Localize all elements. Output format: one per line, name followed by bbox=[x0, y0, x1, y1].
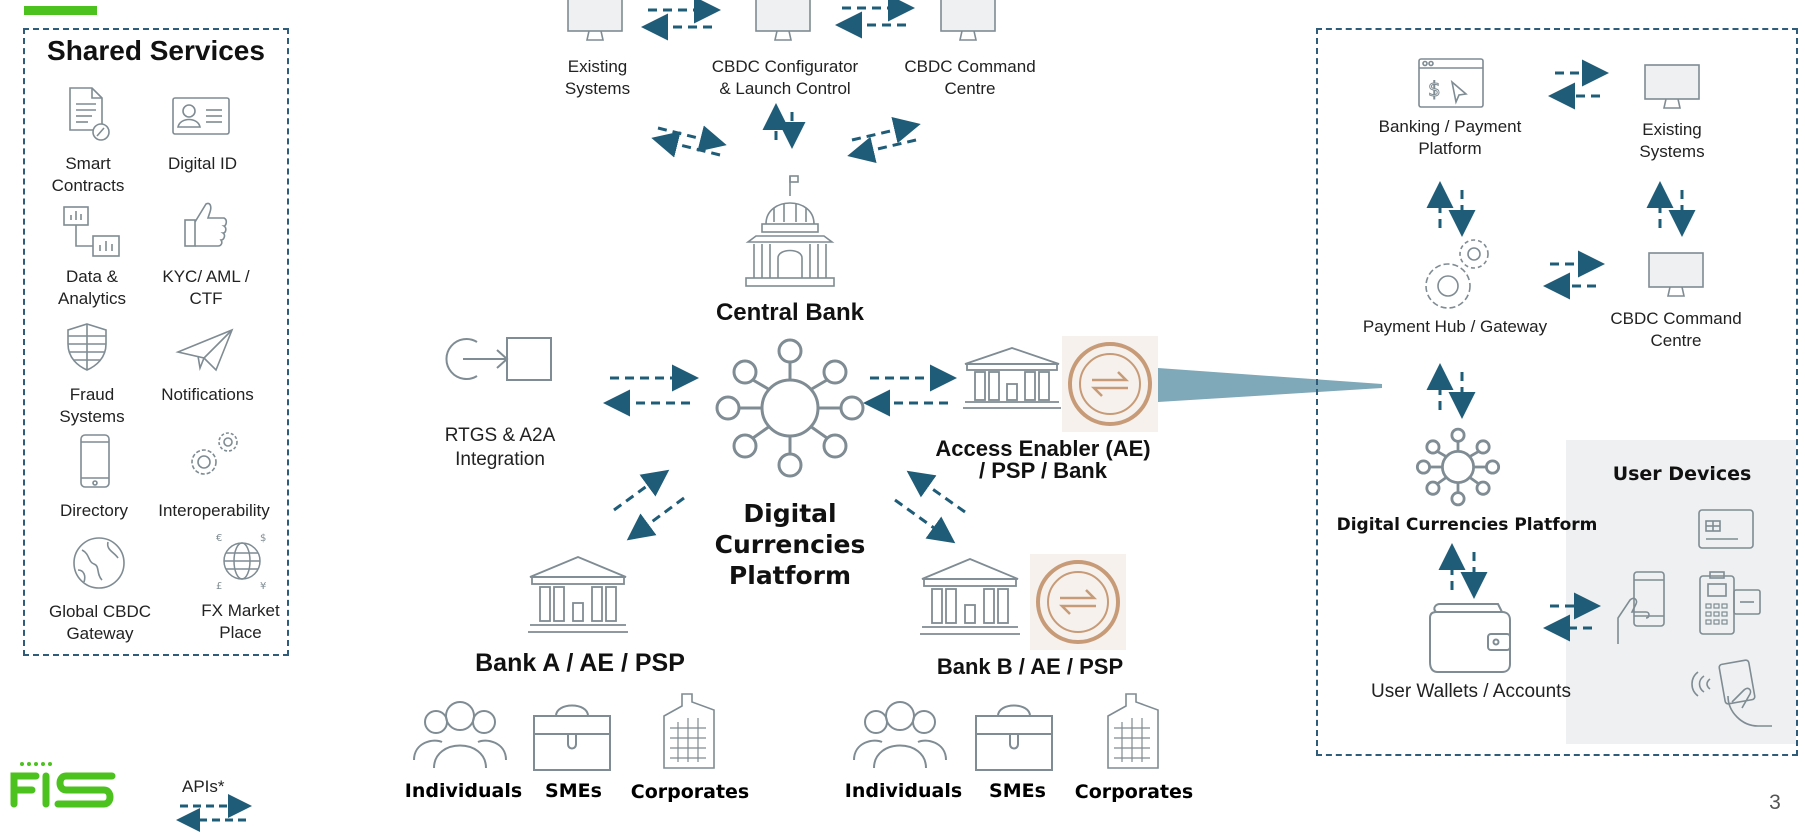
central-bank-icon bbox=[744, 174, 836, 288]
mobile-payment-icon bbox=[1616, 570, 1672, 648]
payment-hub-label: Payment Hub / Gateway bbox=[1362, 317, 1548, 336]
smes-a-icon bbox=[532, 700, 612, 772]
gears-icon bbox=[184, 430, 242, 482]
individuals-b-icon bbox=[852, 698, 948, 770]
right-platform-hub-icon bbox=[1415, 427, 1501, 507]
kyc-aml-label: KYC/ AML / CTF bbox=[162, 267, 250, 308]
fx-market-place-label: FX Market Place bbox=[201, 601, 280, 642]
shield-icon bbox=[66, 322, 108, 372]
svg-text:$: $ bbox=[260, 533, 266, 544]
directory-label: Directory bbox=[59, 501, 128, 520]
apis-legend-arrows bbox=[176, 794, 256, 832]
smes-b-icon bbox=[974, 700, 1054, 772]
svg-text:¥: ¥ bbox=[260, 581, 266, 592]
corporates-a-label: Corporates bbox=[630, 781, 750, 803]
corporates-b-label: Corporates bbox=[1074, 781, 1194, 803]
document-settings-icon bbox=[68, 86, 114, 142]
right-command-centre-label: CBDC Command Centre bbox=[1610, 309, 1742, 350]
fraud-systems-label: Fraud Systems bbox=[59, 385, 125, 426]
contactless-card-icon bbox=[1688, 656, 1774, 728]
top-command-centre-label: CBDC Command Centre bbox=[904, 57, 1036, 98]
top-existing-systems-label: Existing Systems bbox=[564, 57, 631, 98]
right-command-centre-monitor-icon bbox=[1648, 252, 1704, 298]
right-detail-panel bbox=[1316, 28, 1798, 756]
banking-platform-label: Banking / Payment Platform bbox=[1378, 117, 1522, 158]
currency-globe-icon: € $ £ ¥ bbox=[214, 531, 270, 592]
platform-hub-icon bbox=[715, 338, 865, 478]
rtgs-integration-icon bbox=[441, 334, 553, 384]
access-enabler-bank-icon bbox=[963, 346, 1061, 410]
card-icon bbox=[1698, 509, 1754, 549]
bank-a-icon bbox=[528, 555, 628, 635]
shared-services-title: Shared Services bbox=[47, 35, 265, 66]
svg-text:$: $ bbox=[1428, 77, 1441, 101]
user-devices-title: User Devices bbox=[1612, 463, 1752, 485]
wallets-label: User Wallets / Accounts bbox=[1371, 681, 1571, 702]
analytics-icon bbox=[63, 206, 121, 258]
configurator-monitor-icon bbox=[755, 0, 811, 42]
fis-logo bbox=[8, 760, 118, 810]
corporates-b-icon bbox=[1106, 692, 1160, 770]
global-cbdc-gateway-label: Global CBDC Gateway bbox=[48, 602, 152, 643]
apis-legend-label: APIs* bbox=[182, 777, 225, 796]
bank-b-exchange-icon bbox=[1030, 554, 1126, 650]
brand-bar bbox=[24, 6, 97, 15]
svg-text:£: £ bbox=[216, 581, 222, 592]
command-centre-monitor-icon bbox=[940, 0, 996, 42]
data-analytics-label: Data & Analytics bbox=[57, 267, 127, 308]
payment-hub-gears-icon bbox=[1420, 236, 1492, 314]
interoperability-label: Interoperability bbox=[158, 501, 270, 520]
corporates-a-icon bbox=[662, 692, 716, 770]
shared-services-panel bbox=[23, 28, 289, 656]
platform-label: Digital Currencies Platform bbox=[714, 499, 866, 590]
browser-payment-icon: $ bbox=[1418, 58, 1484, 108]
pos-terminal-icon bbox=[1698, 570, 1764, 636]
wallet-icon bbox=[1428, 602, 1512, 674]
central-bank-label: Central Bank bbox=[715, 299, 865, 326]
paper-plane-icon bbox=[175, 328, 234, 372]
id-card-icon bbox=[172, 97, 230, 135]
page-number: 3 bbox=[1769, 791, 1781, 814]
svg-text:€: € bbox=[216, 533, 222, 544]
access-enabler-label: Access Enabler (AE) / PSP / Bank bbox=[935, 436, 1151, 483]
right-existing-systems-label: Existing Systems bbox=[1639, 120, 1705, 161]
individuals-a-icon bbox=[412, 698, 508, 770]
top-configurator-label: CBDC Configurator & Launch Control bbox=[711, 57, 859, 98]
bank-a-label: Bank A / AE / PSP bbox=[475, 649, 685, 677]
phone-icon bbox=[80, 434, 110, 488]
bank-b-icon bbox=[920, 557, 1020, 637]
right-existing-systems-monitor-icon bbox=[1644, 64, 1700, 110]
individuals-a-label: Individuals bbox=[404, 780, 523, 802]
smes-b-label: SMEs bbox=[989, 780, 1046, 802]
digital-id-label: Digital ID bbox=[168, 154, 237, 173]
thumbs-up-icon bbox=[184, 200, 228, 248]
callout-wedge bbox=[1158, 368, 1382, 402]
bank-b-label: Bank B / AE / PSP bbox=[936, 654, 1124, 679]
access-enabler-exchange-icon bbox=[1062, 336, 1158, 432]
right-platform-label: Digital Currencies Platform bbox=[1336, 515, 1598, 535]
smes-a-label: SMEs bbox=[545, 780, 602, 802]
user-devices-area bbox=[1566, 440, 1796, 744]
smart-contracts-label: Smart Contracts bbox=[51, 154, 125, 195]
individuals-b-label: Individuals bbox=[844, 780, 963, 802]
rtgs-label: RTGS & A2A Integration bbox=[444, 425, 556, 470]
notifications-label: Notifications bbox=[161, 385, 254, 404]
globe-icon bbox=[72, 536, 126, 590]
existing-systems-monitor-icon bbox=[567, 0, 623, 42]
